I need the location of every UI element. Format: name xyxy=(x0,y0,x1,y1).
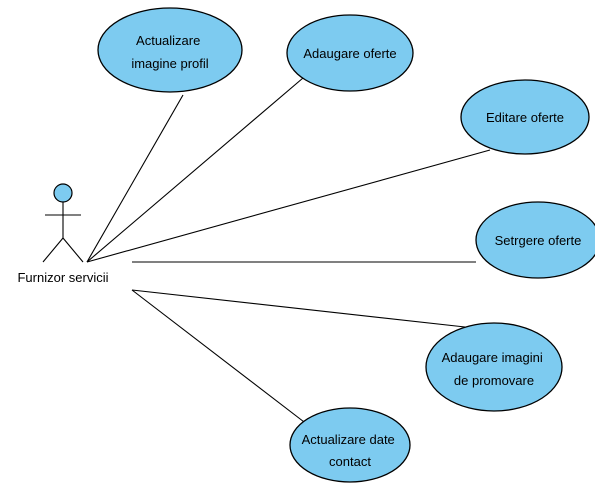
actor-left-leg xyxy=(42,237,64,263)
use-case-label: Setrgere oferte xyxy=(495,233,582,248)
use-case-label-line: contact xyxy=(329,454,371,469)
use-case-ellipse xyxy=(97,7,243,93)
use-case-label: Adaugare imagini de promovare xyxy=(442,350,547,388)
stick-figure-icon xyxy=(42,183,84,263)
association-line-uc2 xyxy=(86,77,304,263)
use-case-label: Adaugare oferte xyxy=(303,46,396,61)
use-case-label-line: Adaugare oferte xyxy=(303,46,396,61)
use-case-label-line: de promovare xyxy=(454,373,534,388)
association-line-uc1 xyxy=(86,94,184,263)
use-case-label-line: Setrgere oferte xyxy=(495,233,582,248)
actor[interactable]: Furnizor servicii xyxy=(17,183,109,285)
associations xyxy=(86,77,491,426)
use-case-label-line: Adaugare imagini xyxy=(442,350,543,365)
use-case-adaugare-oferte[interactable]: Adaugare oferte xyxy=(286,14,414,92)
association-line-uc5 xyxy=(131,289,466,328)
use-case-ellipse xyxy=(286,14,414,92)
use-case-label: Actualizare imagine profil xyxy=(131,33,208,71)
use-case-label-line: Actualizare date xyxy=(302,432,395,447)
use-case-adaugare-imagini-de-promovare[interactable]: Adaugare imagini de promovare xyxy=(425,322,563,412)
actor-right-leg xyxy=(62,237,84,263)
use-case-ellipse xyxy=(425,322,563,412)
actor-label: Furnizor servicii xyxy=(17,270,108,285)
use-case-actualizare-imagine-profil[interactable]: Actualizare imagine profil xyxy=(97,7,243,93)
actor-head xyxy=(53,183,73,203)
use-case-label: Actualizare date contact xyxy=(302,432,399,469)
association-line-uc3 xyxy=(86,149,491,263)
use-case-label-line: Editare oferte xyxy=(486,110,564,125)
use-case-actualizare-date-contact[interactable]: Actualizare date contact xyxy=(289,407,411,483)
use-case-label: Editare oferte xyxy=(486,110,564,125)
use-case-setrgere-oferte[interactable]: Setrgere oferte xyxy=(475,201,595,279)
use-case-editare-oferte[interactable]: Editare oferte xyxy=(460,79,590,155)
use-case-label-line: Actualizare xyxy=(136,33,200,48)
association-line-uc6 xyxy=(131,289,309,426)
use-case-ellipse xyxy=(289,407,411,483)
use-case-ellipse xyxy=(460,79,590,155)
use-case-ellipse xyxy=(475,201,595,279)
use-case-label-line: imagine profil xyxy=(131,56,208,71)
